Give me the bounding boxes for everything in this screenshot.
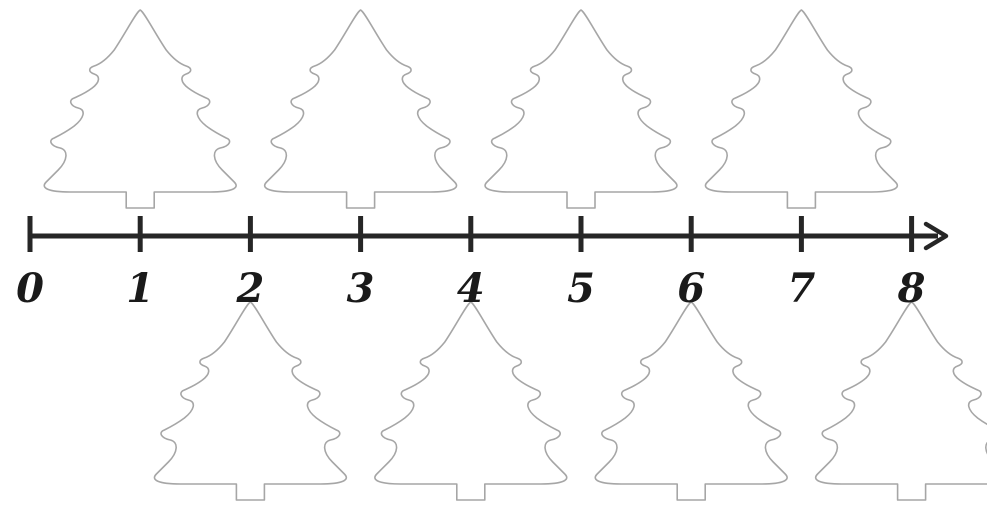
christmas-tree-icon: [153, 301, 348, 501]
tick-label-4: 4: [457, 265, 485, 312]
tick-label-0: 0: [16, 265, 44, 312]
bottom-row-trees: [153, 301, 987, 501]
arrow-head: [923, 221, 949, 251]
christmas-tree-icon: [704, 9, 899, 209]
tick-label-7: 7: [787, 265, 815, 312]
number-line: 0 1 2 3 4 5 6 7 8: [16, 216, 949, 312]
ticks: [27, 216, 915, 252]
tick-label-3: 3: [347, 265, 375, 312]
christmas-tree-icon: [263, 9, 458, 209]
tree-outline: [484, 9, 678, 209]
tick-label-6: 6: [677, 265, 705, 312]
christmas-tree-icon: [484, 9, 678, 209]
tick-label-1: 1: [126, 265, 154, 312]
christmas-tree-icon: [43, 9, 237, 209]
tree-outline: [43, 9, 237, 209]
tree-outline: [374, 301, 568, 501]
christmas-tree-icon: [814, 301, 987, 501]
top-row-trees: [43, 9, 899, 209]
tick-label-8: 8: [897, 265, 926, 312]
tick-label-2: 2: [235, 265, 264, 312]
tree-outline: [704, 9, 899, 209]
christmas-tree-icon: [594, 301, 788, 501]
tick-label-5: 5: [567, 265, 595, 312]
tree-outline: [814, 301, 987, 501]
christmas-tree-icon: [374, 301, 568, 501]
tree-outline: [263, 9, 458, 209]
tick-labels: 0 1 2 3 4 5 6 7 8: [16, 265, 925, 312]
tree-outline: [594, 301, 788, 501]
tree-outline: [153, 301, 348, 501]
